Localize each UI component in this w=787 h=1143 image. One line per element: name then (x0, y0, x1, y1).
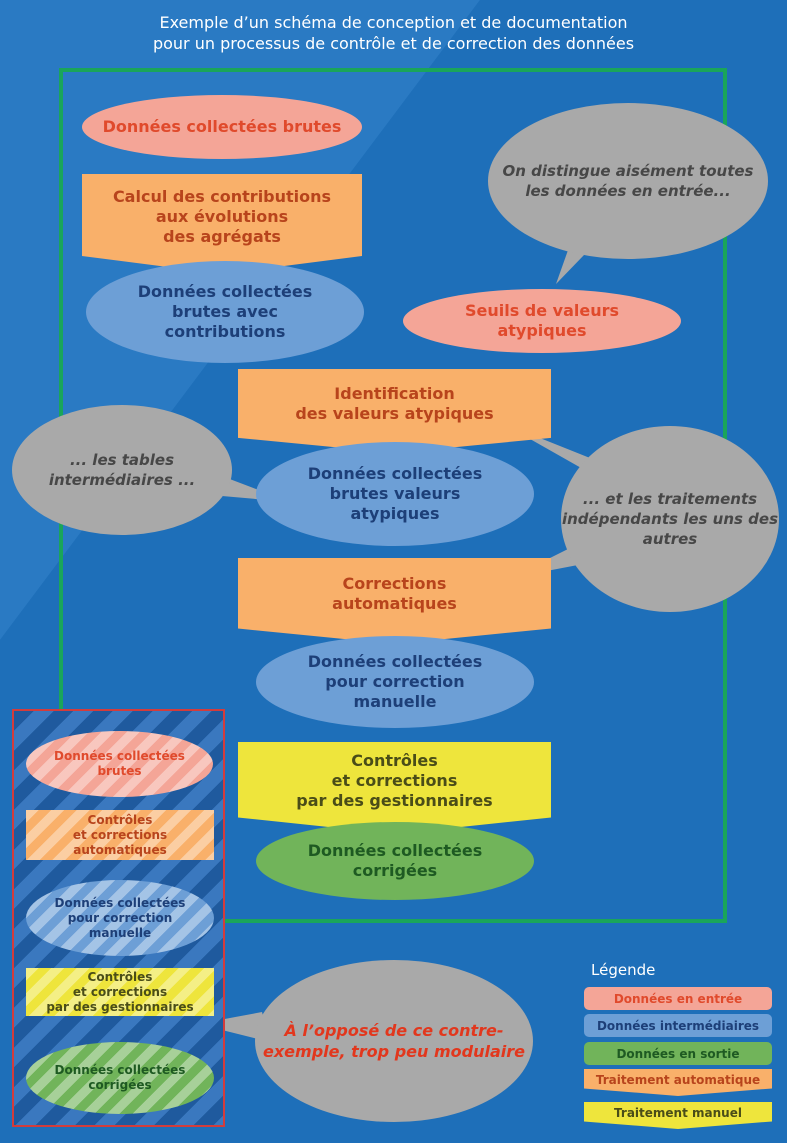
node-n5-line-2: des valeurs atypiques (295, 404, 494, 423)
bubble-3-line-3: traitements (657, 490, 758, 508)
node-data-with-contributions: Données collectées brutes avec contribut… (86, 261, 364, 363)
node-n3-line-1: Données collectées (137, 282, 313, 301)
legend-item-output-data: Données en sortie (584, 1042, 772, 1065)
counter-node-manual-data: Données collectées pour correction manue… (26, 880, 214, 956)
node-n7-line-1: Corrections (342, 574, 447, 593)
node-n8-line-1: Données collectées (307, 652, 483, 671)
counter-node-2-line-1: Contrôles (87, 812, 153, 827)
counter-node-corrected-data: Données collectées corrigées (26, 1042, 214, 1114)
legend-item-2-label: Données intermédiaires (596, 1018, 760, 1033)
title-line-2: pour un processus de contrôle et de corr… (152, 34, 635, 53)
counter-node-3-line-2: pour correction (67, 910, 173, 925)
legend-item-intermediate-data: Données intermédiaires (584, 1014, 772, 1037)
node-contributions-line-1: Calcul des contributions (112, 187, 332, 206)
node-n10-line-2: corrigées (352, 861, 438, 880)
counter-node-manual-controls: Contrôles et corrections par des gestion… (26, 968, 214, 1016)
counter-node-5-line-1: Données collectées (54, 1063, 186, 1077)
counter-node-3-line-1: Données collectées (54, 895, 186, 910)
legend-item-4-label: Traitement automatique (595, 1073, 761, 1087)
legend-title: Légende (591, 961, 656, 979)
node-n7-line-2: automatiques (332, 594, 457, 613)
node-n10-line-1: Données collectées (307, 841, 483, 860)
node-n5-line-1: Identification (334, 384, 455, 403)
legend-item-5-label: Traitement manuel (614, 1106, 742, 1120)
node-corrected-data: Données collectées corrigées (256, 822, 534, 900)
bubble-2-line-3: intermédiaires (48, 471, 173, 489)
speech-bubble-inputs: On distingue aisément toutes les données… (488, 103, 768, 259)
counter-node-3-line-3: manuelle (88, 925, 152, 940)
node-data-manual-correction: Données collectées pour correction manue… (256, 636, 534, 728)
bubble-4-line-2: de ce contre-exemple, (263, 1021, 504, 1061)
node-n9-line-2: et corrections (331, 771, 458, 790)
node-n9-line-3: par des gestionnaires (296, 791, 493, 810)
node-n6-line-2: brutes valeurs (329, 484, 461, 503)
counter-node-5-line-2: corrigées (88, 1078, 152, 1092)
bubble-3-line-2: et les (605, 490, 653, 508)
bubble-3-line-5: les uns des autres (642, 510, 778, 548)
node-raw-data: Données collectées brutes (82, 95, 362, 159)
diagram-title: Exemple d’un schéma de conception et de … (0, 12, 787, 54)
node-contributions-process: Calcul des contributions aux évolutions … (82, 174, 362, 274)
counter-node-2-line-2: et corrections (72, 827, 168, 842)
bubble-3-line-1: ... (582, 490, 601, 508)
node-raw-data-label: Données collectées brutes (102, 117, 342, 136)
node-manual-controls: Contrôles et corrections par des gestion… (238, 742, 551, 834)
node-n8-line-3: manuelle (353, 692, 437, 711)
counter-node-1-line-2: brutes (97, 764, 142, 778)
legend-item-input-data: Données en entrée (584, 987, 772, 1010)
node-n4-line-1: Seuils de valeurs (464, 301, 620, 320)
speech-bubble-counter-example: À l’opposé de ce contre-exemple, trop pe… (255, 960, 533, 1122)
node-n9-line-1: Contrôles (351, 751, 438, 770)
bubble-1-line-2: aisément toutes (615, 162, 754, 180)
node-outlier-identification: Identification des valeurs atypiques (238, 369, 551, 453)
node-n8-line-2: pour correction (325, 672, 465, 691)
node-n4-line-2: atypiques (497, 321, 587, 340)
counter-node-4-line-1: Contrôles (87, 969, 153, 984)
node-n6-line-3: atypiques (350, 504, 440, 523)
bubble-4-line-1: À l’opposé (284, 1021, 380, 1040)
node-outlier-thresholds: Seuils de valeurs atypiques (403, 289, 681, 353)
legend-item-manual-process: Traitement manuel (584, 1102, 772, 1129)
bubble-2-line-1: ... (69, 451, 88, 469)
legend-item-1-label: Données en entrée (613, 991, 743, 1006)
title-line-1: Exemple d’un schéma de conception et de … (159, 13, 628, 32)
bubble-3-line-4: indépendants (561, 510, 678, 528)
bubble-1-line-4: entrée... (657, 182, 731, 200)
counter-node-2-line-3: automatiques (73, 842, 167, 857)
node-n6-line-1: Données collectées (307, 464, 483, 483)
bubble-1-line-3: les données en (525, 182, 653, 200)
node-n3-line-2: brutes avec (172, 302, 278, 321)
bubble-2-line-4: ... (178, 471, 196, 489)
counter-node-4-line-3: par des gestionnaires (46, 999, 194, 1014)
bubble-2-line-2: les tables (92, 451, 175, 469)
bubble-tail-4 (198, 1012, 270, 1042)
counter-node-raw-data: Données collectées brutes (26, 731, 213, 797)
speech-bubble-independent-processes: ... et les traitements indépendants les … (561, 426, 779, 612)
bubble-4-line-3: trop peu (351, 1042, 429, 1061)
counter-node-1-line-1: Données collectées (54, 749, 185, 763)
bubble-1-line-1: On distingue (502, 162, 611, 180)
counter-node-auto-controls: Contrôles et corrections automatiques (26, 810, 214, 860)
node-automatic-corrections: Corrections automatiques (238, 558, 551, 644)
node-n3-line-3: contributions (164, 322, 286, 341)
node-contributions-line-3: des agrégats (163, 227, 281, 246)
counter-node-4-line-2: et corrections (72, 984, 168, 999)
speech-bubble-intermediate-tables: ... les tables intermédiaires ... (12, 405, 232, 535)
node-data-outliers: Données collectées brutes valeurs atypiq… (256, 442, 534, 546)
node-contributions-line-2: aux évolutions (155, 207, 289, 226)
legend-item-3-label: Données en sortie (616, 1046, 740, 1061)
bubble-4-line-4: modulaire (433, 1042, 525, 1061)
